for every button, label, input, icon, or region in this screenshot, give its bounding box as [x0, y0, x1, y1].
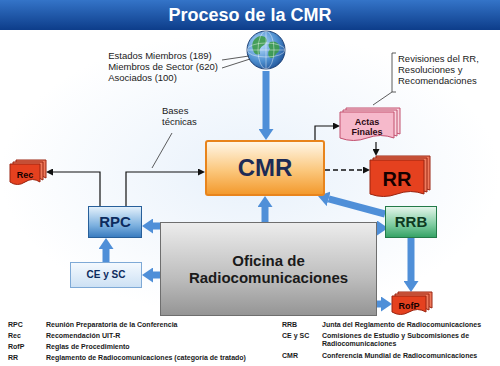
abbreviation-meaning: Reglamento de Radiocomunicaciones (categ…	[46, 354, 246, 362]
document-icon: Rec	[10, 160, 46, 186]
member-count: Miembros de Sector (620)	[108, 61, 218, 72]
process-box: RRB	[385, 206, 437, 238]
abbreviation-meaning: Comisiones de Estudio y Subcomisiones de…	[322, 332, 472, 348]
leader-line	[152, 133, 172, 168]
abbreviation: RPC	[8, 321, 23, 329]
flow-arrow	[153, 272, 160, 279]
abbreviation: CMR	[282, 352, 298, 360]
document-page	[370, 160, 424, 197]
annotation: Revisiones del RR, Resoluciones y Recome…	[398, 54, 496, 87]
abbreviation-meaning: Recomendación UIT-R	[46, 332, 120, 340]
document-page	[340, 112, 394, 141]
conference-box: CMR	[205, 140, 325, 196]
globe-icon	[247, 31, 285, 69]
process-box: CE y SC	[70, 262, 142, 288]
node-label: RofP	[399, 301, 420, 311]
abbreviation: CE y SC	[282, 332, 309, 340]
node-label: RPC	[99, 213, 131, 230]
abbreviation-meaning: Reglas de Procedimiento	[46, 343, 130, 351]
node-label: RR	[383, 168, 412, 191]
flow-arrow	[262, 207, 269, 222]
leader-line	[373, 92, 392, 105]
flow-arrow	[408, 238, 415, 281]
globe-arrow	[263, 71, 270, 129]
process-box: RPC	[88, 206, 142, 238]
office-box: Oficina de Radiocomunicaciones	[160, 222, 377, 316]
node-label: Actas Finales	[340, 117, 394, 138]
title-band: Proceso de la CMR	[0, 0, 500, 30]
abbreviation-meaning: Reunión Preparatoria de la Conferencia	[46, 321, 177, 329]
flow-arrow	[377, 301, 381, 308]
connector-line	[315, 126, 333, 140]
leader-line	[222, 59, 250, 68]
title-text: Proceso de la CMR	[168, 5, 331, 26]
leader-line	[222, 56, 249, 60]
connector-line	[325, 169, 363, 171]
node-label: CMR	[238, 154, 293, 182]
node-label: CE y SC	[87, 269, 126, 281]
bracket	[392, 53, 396, 92]
document-icon: RofP	[392, 292, 432, 316]
document-page	[392, 296, 426, 315]
flow-arrow	[103, 249, 110, 262]
node-label: RRB	[395, 213, 428, 230]
annotation: Bases técnicas	[162, 106, 208, 128]
abbreviation: RRB	[282, 321, 297, 329]
background-glow	[0, 30, 500, 318]
abbreviation: Rec	[8, 332, 21, 340]
node-label: Oficina de Radiocomunicaciones	[161, 252, 376, 287]
connector-line	[126, 172, 198, 206]
member-count: Estados Miembros (189)	[108, 50, 218, 61]
connector-line	[375, 142, 376, 149]
abbreviation: RR	[8, 354, 18, 362]
connector-line	[53, 172, 100, 206]
abbreviation-meaning: Conferencia Mundial de Radiocomunicacion…	[322, 352, 494, 360]
member-count: Asociados (100)	[108, 72, 218, 83]
document-stack: Actas Finales	[340, 108, 400, 142]
node-label: Rec	[17, 170, 34, 180]
abbreviation-meaning: Junta del Reglamento de Radiocomunicacio…	[322, 321, 494, 329]
abbreviation: RofP	[8, 343, 24, 351]
flow-arrow	[153, 223, 160, 230]
flow-arrow	[329, 199, 385, 214]
document-stack: RR	[370, 156, 430, 198]
document-page	[10, 164, 40, 185]
